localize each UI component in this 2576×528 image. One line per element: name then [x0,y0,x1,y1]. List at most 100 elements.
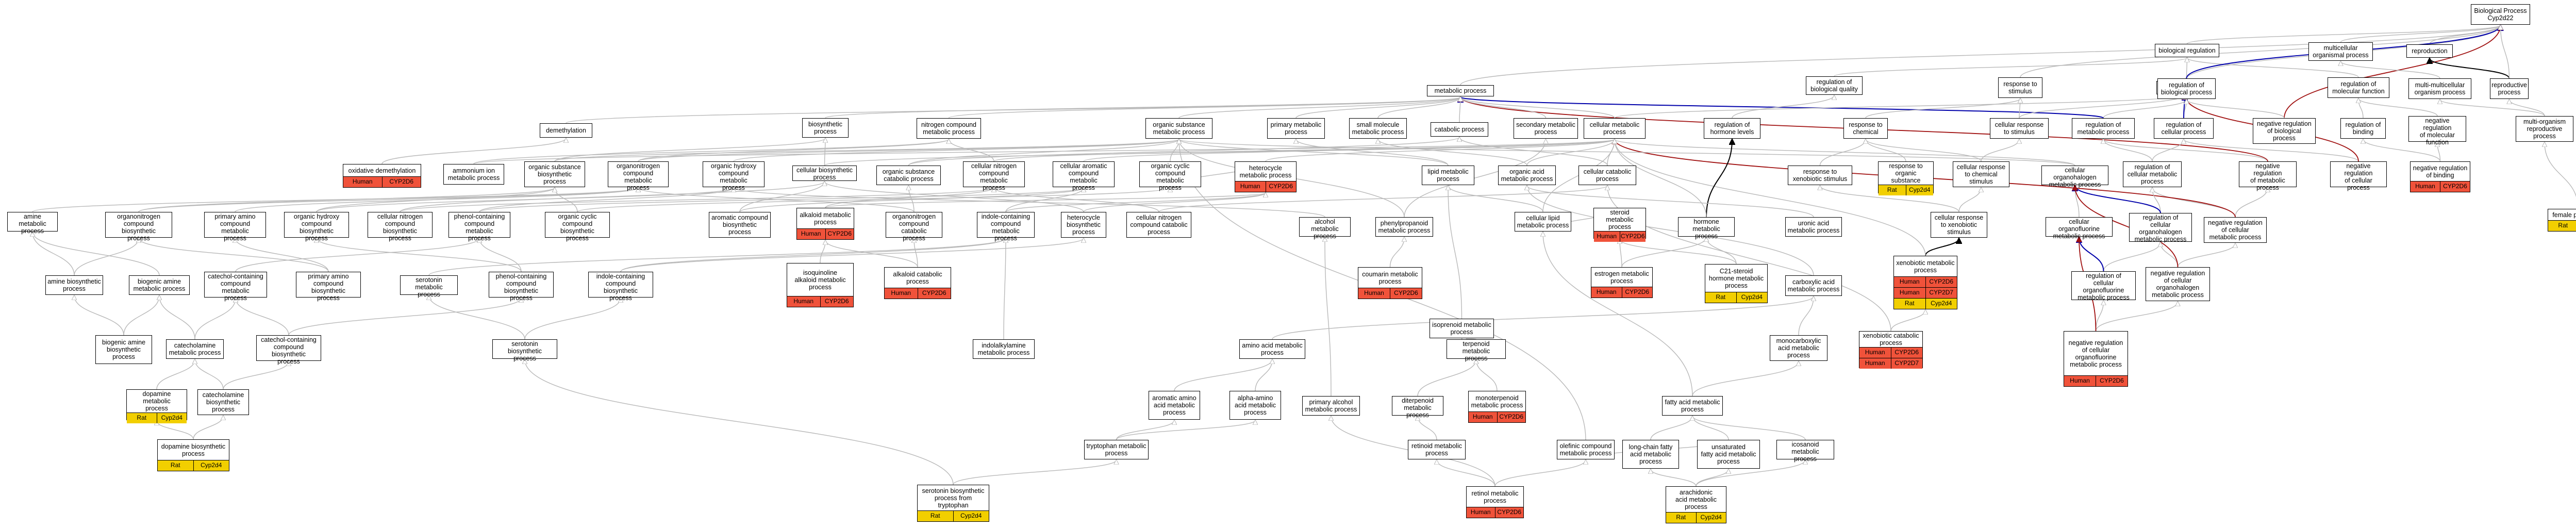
node-bp[interactable]: Biological Process Cyp2d22 [2471,4,2530,25]
node-indole-met[interactable]: indole-containing compound metabolic pro… [977,212,1035,242]
node-aromatic-amino[interactable]: aromatic amino acid metabolic process [1149,391,1200,420]
node-reg-horm[interactable]: regulation of hormone levels [1704,118,1760,139]
node-reg-cellproc[interactable]: regulation of cellular process [2154,118,2214,139]
node-amine-met[interactable]: amine metabolic process [7,212,58,235]
node-monocarboxylic[interactable]: monocarboxylic acid metabolic process [1770,335,1827,361]
node-demeth[interactable]: demethylation [540,123,592,138]
node-orgsub-met[interactable]: organic substance metabolic process [1145,118,1212,139]
node-prim-amino-bio[interactable]: primary amino compound biosynthetic proc… [296,272,361,302]
node-amino-acid[interactable]: amino acid metabolic process [1239,339,1305,359]
node-reg-molfunc[interactable]: regulation of molecular function [2328,77,2389,98]
node-indole-bio[interactable]: indole-containing compound biosynthetic … [588,272,653,302]
node-cell-nitro-cat[interactable]: cellular nitrogen compound catabolic pro… [1126,212,1191,238]
node-biosyn[interactable]: biosynthetic process [802,118,849,138]
node-serotonin-met[interactable]: serotonin metabolic process [400,275,458,298]
node-long-chain[interactable]: long-chain fatty acid metabolic process [1622,440,1679,469]
node-carboxylic[interactable]: carboxylic acid metabolic process [1785,275,1842,296]
node-cell-bio[interactable]: cellular biosynthetic process [792,166,857,181]
node-indolalkylamine[interactable]: indolalkylamine metabolic process [973,339,1035,359]
node-catecholamine-bio[interactable]: catecholamine biosynthetic process [197,389,249,415]
node-orgsub-bio[interactable]: organic substance biosynthetic process [524,161,585,187]
node-heterocycle-bio[interactable]: heterocycle biosynthetic process [1061,212,1106,238]
node-orgcyclic-met[interactable]: organic cyclic compound metabolic proces… [1139,161,1201,191]
node-phenylprop[interactable]: phenylpropanoid metabolic process [1375,217,1433,237]
node-resp-chem[interactable]: response to chemical [1843,118,1888,139]
node-phenol-met[interactable]: phenol-containing compound metabolic pro… [448,212,510,242]
node-cellmet[interactable]: cellular metabolic process [1584,118,1646,139]
node-neg-reg-cell[interactable]: negative regulation of cellular process [2330,161,2387,191]
node-reg-binding[interactable]: regulation of binding [2340,118,2386,139]
node-multiorg[interactable]: multicellular organismal process [2308,42,2373,61]
node-catab[interactable]: catabolic process [1431,122,1488,137]
node-secmet[interactable]: secondary metabolic process [1514,118,1578,139]
node-catecholamine[interactable]: catecholamine metabolic process [166,339,224,359]
node-neg-reg-cell-organohal[interactable]: negative regulation of cellular organoha… [2146,267,2210,301]
node-alcohol-met[interactable]: alcohol metabolic process [1299,217,1351,240]
node-orgacid-met[interactable]: organic acid metabolic process [1498,166,1556,185]
node-biogenic-amine-bio[interactable]: biogenic amine biosynthetic process [95,335,152,364]
node-alpha-amino[interactable]: alpha-amino acid metabolic process [1229,391,1281,420]
node-reg-met[interactable]: regulation of metabolic process [2072,118,2135,139]
node-resp-xeno[interactable]: response to xenobiotic stimulus [1788,166,1852,185]
node-repro-proc[interactable]: reproductive process [2490,78,2529,99]
node-retinoid[interactable]: retinoid metabolic process [1408,440,1466,459]
node-cell-catab[interactable]: cellular catabolic process [1578,166,1636,185]
node-cell-arom[interactable]: cellular aromatic compound metabolic pro… [1053,161,1115,191]
node-resp-stim[interactable]: response to stimulus [1998,77,2042,98]
node-biogenic-amine[interactable]: biogenic amine metabolic process [129,275,190,295]
node-multimulti[interactable]: multi-multicellular organism process [2408,78,2471,99]
node-cell-resp-stim[interactable]: cellular response to stimulus [1990,118,2049,139]
node-orgnitro-met[interactable]: organonitrogen compound metabolic proces… [608,161,669,191]
node-orgcyclic-bio[interactable]: organic cyclic compound biosynthetic pro… [545,212,610,242]
node-smallmol[interactable]: small molecule metabolic process [1349,118,1407,139]
node-orgsub-cat[interactable]: organic substance catabolic process [876,166,941,185]
node-multiorg-repro[interactable]: multi-organism reproductive process [2516,116,2573,142]
node-lipid-met[interactable]: lipid metabolic process [1422,166,1474,185]
node-neg-reg-cell-organofluor[interactable]: negative regulation of cellular organofl… [2064,331,2128,387]
node-primary-alcohol[interactable]: primary alcohol metabolic process [1302,396,1360,416]
node-reproduction[interactable]: reproduction [2406,44,2453,58]
node-catechol-met[interactable]: catechol-containing compound metabolic p… [204,272,267,302]
node-orghydroxy[interactable]: organic hydroxy compound metabolic proce… [703,161,765,191]
node-isoprenoid[interactable]: isoprenoid metabolic process [1430,319,1494,338]
node-terpenoid[interactable]: terpenoid metabolic process [1447,339,1506,362]
node-orgnitro-cat[interactable]: organonitrogen compound catabolic proces… [886,212,942,242]
node-neg-reg-met[interactable]: negative regulation of metabolic process [2239,161,2297,191]
node-serotonin-from-trp[interactable]: serotonin biosynthetic process from tryp… [917,485,989,522]
node-cell-organofluor[interactable]: cellular organofluorine metabolic proces… [2046,217,2113,240]
node-cell-resp-xeno[interactable]: cellular response to xenobiotic stimulus [1931,212,1987,238]
node-cell-organohal[interactable]: cellular organohalogen metabolic process [2041,166,2108,188]
node-uronic[interactable]: uronic acid metabolic process [1785,217,1842,237]
node-icosanoid[interactable]: icosanoid metabolic process [1776,440,1834,463]
node-serotonin-bio[interactable]: serotonin biosynthetic process [492,339,557,362]
node-cell-nitro-bio[interactable]: cellular nitrogen compound biosynthetic … [368,212,433,242]
node-prim-met[interactable]: primary metabolic process [1267,118,1325,139]
node-prim-amino[interactable]: primary amino compound metabolic process [204,212,266,242]
node-diterpenoid[interactable]: diterpenoid metabolic process [1392,396,1443,419]
node-olefinic[interactable]: olefinic compound metabolic process [1557,440,1615,459]
node-tryptophan[interactable]: tryptophan metabolic process [1084,440,1149,459]
node-catechol-bio[interactable]: catechol-containing compound biosyntheti… [256,335,321,365]
node-orgnitro-bio[interactable]: organonitrogen compound biosynthetic pro… [105,212,172,242]
node-metproc[interactable]: metabolic process [1427,85,1494,96]
node-bioreg[interactable]: biological regulation [2155,44,2219,57]
node-female-preg[interactable]: female pregnancyRatCyp2d4 [2548,209,2576,232]
node-fatty-acid[interactable]: fatty acid metabolic process [1662,396,1723,416]
node-reg-cell-organohal[interactable]: regulation of cellular organohalogen met… [2129,213,2192,243]
